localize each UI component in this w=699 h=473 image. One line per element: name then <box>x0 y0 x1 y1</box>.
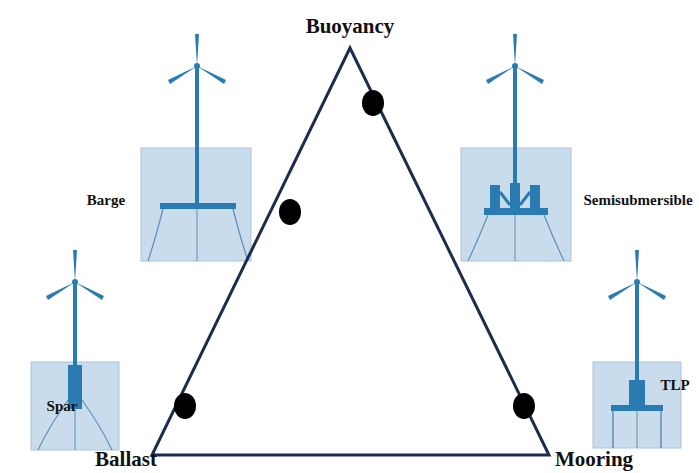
dot <box>279 199 301 225</box>
dot <box>513 393 535 419</box>
dot <box>362 90 384 116</box>
platform-label: Spar <box>47 398 78 415</box>
axis-label: Ballast <box>95 448 157 471</box>
spar-turbine <box>31 250 119 450</box>
platform-label: TLP <box>660 377 689 394</box>
triangle <box>152 48 549 455</box>
semisubmersible-turbine <box>461 34 571 261</box>
barge-turbine <box>141 34 251 261</box>
tlp-turbine <box>593 250 681 448</box>
platform-label: Barge <box>87 192 125 209</box>
axis-label: Buoyancy <box>306 15 395 38</box>
axis-label: Mooring <box>555 448 633 471</box>
dot <box>174 393 196 419</box>
platform-label: Semisubmersible <box>583 192 692 209</box>
